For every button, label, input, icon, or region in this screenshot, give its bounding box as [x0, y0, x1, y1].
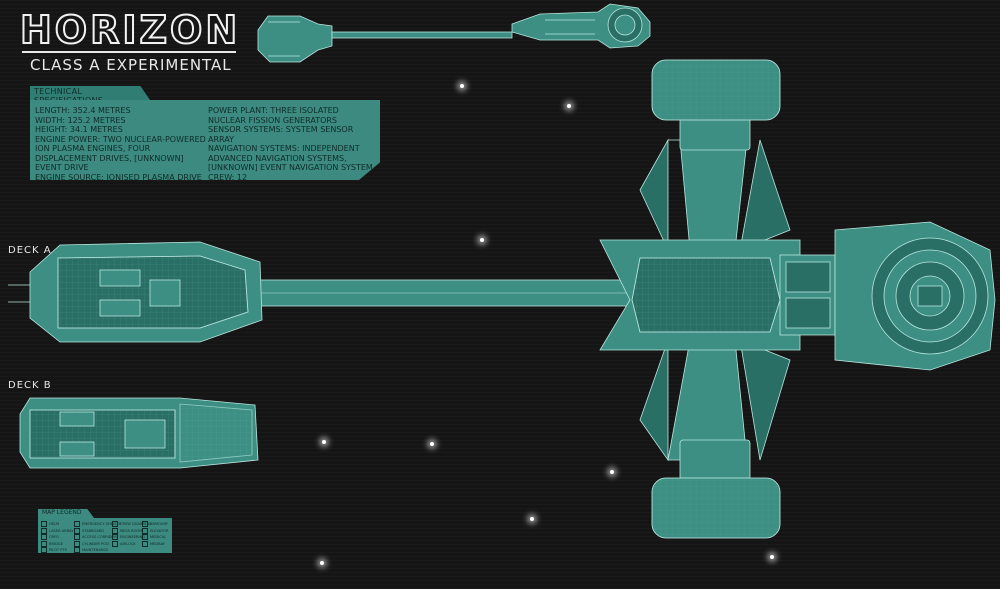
legend-item: PILOT PTS: [41, 547, 73, 554]
legend-item: LASER ARRAY: [41, 527, 74, 535]
spec-length: LENGTH: 352.4 METRES: [35, 106, 131, 115]
deck-a-label: DECK A: [8, 245, 52, 256]
legend-item: STARBOARD: [74, 527, 121, 535]
legend-swatch: [142, 540, 148, 547]
legend-swatch: [41, 547, 47, 554]
legend-swatch: [112, 521, 118, 528]
legend-swatch: [112, 534, 118, 541]
legend-swatch: [112, 540, 118, 547]
legend-item: MESS ROOM: [112, 527, 151, 535]
legend-swatch: [142, 534, 148, 541]
legend-item: ELEVATOR: [142, 527, 169, 535]
legend-column-1: HELM LASER ARRAY CRYO BRIDGE PILOT PTS: [41, 521, 73, 554]
legend-label: CYLINDER POD: [82, 541, 109, 546]
deck-b-plan: [19, 397, 259, 469]
spec-height: HEIGHT: 34.1 METRES: [35, 125, 123, 134]
legend-label: AIRLOCK: [120, 541, 136, 546]
legend-swatch: [74, 540, 80, 547]
legend-label: ARMOURY: [150, 522, 168, 527]
legend-label: LASER ARRAY: [49, 528, 74, 533]
legend-item: CREW QUARTERS: [112, 521, 151, 528]
legend-label: MEDBAY: [150, 541, 165, 546]
legend-item: MAINTENANCE: [74, 547, 121, 554]
star: [530, 517, 534, 521]
spec-width: WIDTH: 125.2 METRES: [35, 115, 126, 125]
legend-label: ENGINEERING: [120, 535, 146, 540]
legend-swatch: [41, 540, 47, 547]
legend-label: EMERGENCY SHELTER: [82, 522, 122, 527]
legend-item: ACCESS CORRIDOR: [74, 534, 121, 541]
legend-swatch: [74, 527, 80, 534]
ship-title: HORIZON: [19, 8, 241, 52]
spec-engine-source: ENGINE SOURCE: IONISED PLASMA DRIVE: [35, 172, 202, 182]
legend-label: CREW QUARTERS: [120, 522, 152, 527]
legend-swatch: [74, 521, 80, 528]
ship-subtitle: CLASS A EXPERIMENTAL: [30, 56, 232, 74]
legend-label: CRYO: [49, 535, 59, 540]
specs-heading-tab: TECHNICAL SPECIFICATIONS: [30, 86, 150, 100]
star: [322, 440, 326, 444]
spec-navigation-systems: NAVIGATION SYSTEMS: INDEPENDENT ADVANCED…: [208, 144, 373, 172]
star: [430, 442, 434, 446]
legend-swatch: [74, 534, 80, 541]
map-legend-heading: MAP LEGEND: [42, 509, 82, 516]
legend-swatch: [41, 521, 47, 528]
spec-crew: CREW: 12: [208, 172, 248, 182]
star: [610, 470, 614, 474]
legend-swatch: [112, 527, 118, 534]
legend-swatch: [142, 521, 148, 528]
star: [770, 555, 774, 559]
spec-power-plant: POWER PLANT: THREE ISOLATED NUCLEAR FISS…: [208, 106, 342, 125]
ship-title-text: HORIZON: [19, 8, 241, 52]
specs-panel: LENGTH: 352.4 METRES WIDTH: 125.2 METRES…: [30, 100, 380, 180]
legend-item: ENGINEERING: [112, 534, 151, 541]
legend-item: EMERGENCY SHELTER: [74, 521, 121, 528]
star: [567, 104, 571, 108]
legend-label: HELM: [49, 522, 60, 527]
legend-label: MEDICAL: [150, 535, 167, 540]
legend-label: MAINTENANCE: [82, 548, 109, 553]
legend-label: BRIDGE: [49, 541, 63, 546]
legend-item: MEDBAY: [142, 540, 168, 548]
legend-item: AIRLOCK: [112, 540, 151, 548]
specs-left-column: LENGTH: 352.4 METRES WIDTH: 125.2 METRES…: [35, 106, 209, 182]
title-underline: [22, 51, 236, 53]
spec-sensor-systems: SENSOR SYSTEMS: SYSTEM SENSOR ARRAY: [208, 125, 356, 144]
map-legend-tab: MAP LEGEND: [38, 509, 94, 518]
specs-right-column: POWER PLANT: THREE ISOLATED NUCLEAR FISS…: [208, 106, 376, 182]
legend-column-3: CREW QUARTERS MESS ROOM ENGINEERING AIRL…: [112, 521, 151, 547]
legend-label: ELEVATOR: [150, 528, 169, 533]
star: [460, 84, 464, 88]
legend-swatch: [74, 547, 80, 554]
legend-swatch: [41, 527, 47, 534]
deck-b-label: DECK B: [8, 380, 52, 391]
legend-item: ARMOURY: [142, 521, 168, 528]
deck-a-plan: [8, 59, 996, 539]
legend-label: MESS ROOM: [120, 528, 143, 533]
specs-heading: TECHNICAL SPECIFICATIONS: [34, 87, 103, 100]
star: [480, 238, 484, 242]
legend-column-2: EMERGENCY SHELTER STARBOARD ACCESS CORRI…: [74, 521, 121, 554]
legend-item: MEDICAL: [142, 534, 168, 541]
legend-item: BRIDGE: [41, 540, 73, 548]
side-profile-view: [257, 3, 651, 63]
legend-item: HELM: [41, 521, 73, 528]
star: [320, 561, 324, 565]
spec-engine-power: ENGINE POWER: TWO NUCLEAR-POWERED ION PL…: [35, 134, 209, 173]
legend-label: PILOT PTS: [49, 548, 67, 553]
legend-swatch: [142, 527, 148, 534]
legend-swatch: [41, 534, 47, 541]
legend-label: ACCESS CORRIDOR: [82, 535, 117, 540]
legend-item: CRYO: [41, 534, 73, 541]
legend-column-4: ARMOURY ELEVATOR MEDICAL MEDBAY: [142, 521, 168, 547]
map-legend: HELM LASER ARRAY CRYO BRIDGE PILOT PTS E…: [38, 518, 172, 554]
legend-item: CYLINDER POD: [74, 540, 121, 548]
legend-label: STARBOARD: [82, 528, 105, 533]
